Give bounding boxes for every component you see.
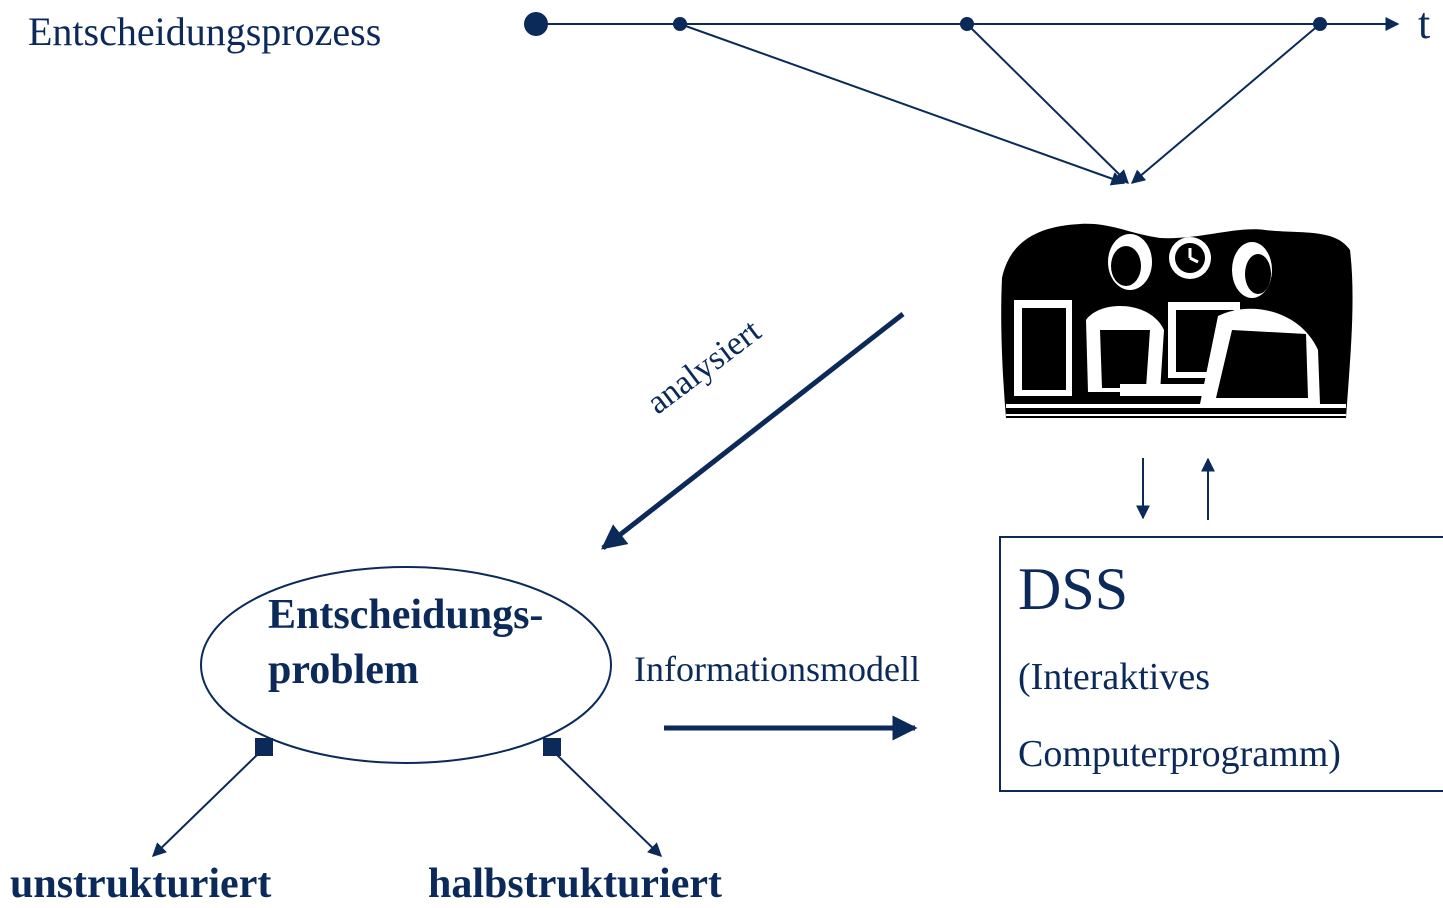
dss-subtitle-line1: (Interaktives [1018,656,1211,698]
information-model-label: Informationsmodell [634,649,920,689]
dss-subtitle-line2: Computerprogramm) [1018,733,1341,775]
problem-type-semistructured: halbstrukturiert [428,861,722,907]
problem-type-branches [151,738,663,857]
time-axis-label: t [1418,0,1431,48]
process-timeline [524,12,1400,36]
analysiert-arrow [601,312,905,550]
business-meeting-clipart-icon [1001,223,1353,418]
process-to-decision-maker-arrows [679,23,1321,186]
timeline-start-dot [524,12,548,36]
process-label: Entscheidungsprozess [28,9,382,54]
branch-node-left [255,738,273,756]
decision-maker-dss-arrows [1136,457,1215,520]
dss-title: DSS [1018,556,1129,622]
branch-node-right [543,738,561,756]
decision-problem-title: Entscheidungs- problem [268,592,544,694]
decision-problem-ellipse [200,566,612,764]
problem-type-unstructured: unstrukturiert [10,861,272,907]
dss-box [999,536,1443,792]
